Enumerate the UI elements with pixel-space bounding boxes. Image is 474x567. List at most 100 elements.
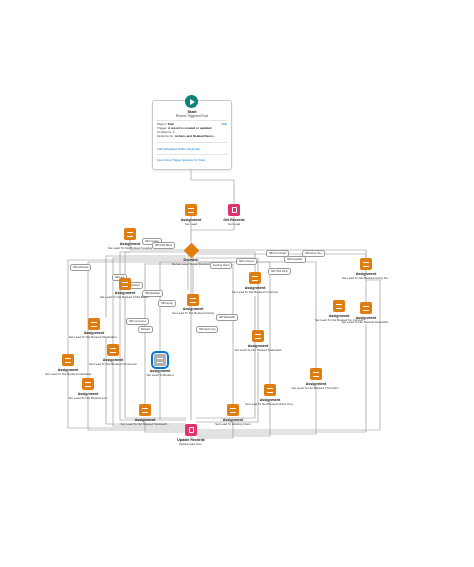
outcome-pill[interactable]: NB Couples bbox=[142, 238, 162, 245]
object-value: Task bbox=[167, 122, 174, 126]
connector-getrecords-setlead bbox=[190, 216, 235, 231]
connector-start-getrecords bbox=[190, 168, 235, 204]
assignment-a15[interactable] bbox=[264, 384, 276, 396]
assignment-set-lead[interactable] bbox=[185, 204, 197, 216]
outcome-pill[interactable]: NB Hospitaliz bbox=[284, 256, 306, 263]
assignment-icon bbox=[127, 231, 133, 237]
name: Set Lead To Existing Client bbox=[215, 422, 251, 427]
assignment-icon bbox=[65, 357, 71, 363]
records-icon bbox=[188, 427, 194, 433]
outcome-pill[interactable]: NB Client Unp bbox=[196, 326, 219, 333]
type: Assignment bbox=[114, 291, 136, 295]
assignment-a2[interactable] bbox=[360, 258, 372, 270]
type: Assignment bbox=[57, 368, 79, 372]
name: Set Lead To Not Booked No Contact bbox=[314, 318, 364, 323]
type: Assignment bbox=[328, 314, 350, 318]
name: Set Lead bbox=[184, 222, 198, 227]
assignment-a16[interactable] bbox=[139, 404, 151, 416]
assignment-icon bbox=[363, 261, 369, 267]
outcome-pill[interactable]: NB Hiring Neg bbox=[302, 250, 325, 257]
assignment-a11[interactable] bbox=[62, 354, 74, 366]
start-trigger-row: Trigger: A record is created or updated bbox=[157, 126, 211, 130]
assignment-icon bbox=[91, 321, 97, 327]
assignment-icon bbox=[122, 281, 128, 287]
assignment-a8[interactable] bbox=[88, 318, 100, 330]
assignment-icon bbox=[255, 333, 261, 339]
outcome-pill[interactable]: NB Third Party bbox=[268, 268, 291, 275]
assignment-a3[interactable] bbox=[119, 278, 131, 290]
name: Set Lead To Not Booked Third Part... bbox=[291, 386, 341, 391]
name: Set Lead To Not Booked In Person bbox=[231, 290, 279, 295]
assignment-a1[interactable] bbox=[124, 228, 136, 240]
outcome-pill[interactable]: NB No Contact bbox=[266, 250, 290, 257]
assignment-a9[interactable] bbox=[252, 330, 264, 342]
assignment-a6[interactable] bbox=[360, 302, 372, 314]
outcome-pill[interactable]: NB Telehealth bbox=[216, 314, 239, 321]
type: Update Records bbox=[177, 438, 205, 442]
name: Set Lead To Booked bbox=[146, 373, 174, 378]
name: Get Lead bbox=[227, 222, 241, 227]
outcome-pill[interactable]: NB Individual bbox=[70, 264, 92, 271]
assignment-a4[interactable] bbox=[249, 272, 261, 284]
outcome-pill[interactable]: NB Child Beha bbox=[152, 242, 176, 249]
name: Set Lead To Not Booked Couples bbox=[107, 246, 153, 251]
type: Assignment bbox=[77, 392, 99, 396]
outcome-pill[interactable]: NB In Person bbox=[236, 258, 258, 265]
start-play-icon bbox=[185, 95, 198, 108]
optimize-label: Optimize for: bbox=[157, 134, 175, 138]
name: Set Lead To Not Booked Family bbox=[171, 311, 215, 316]
assignment-icon bbox=[252, 275, 258, 281]
type: Assignment bbox=[83, 331, 105, 335]
name: Set Lead To Not Booked Medication... bbox=[68, 335, 120, 340]
assignment-icon bbox=[267, 387, 273, 393]
start-edit-link[interactable]: Edit bbox=[221, 122, 227, 126]
assignment-a17[interactable] bbox=[227, 404, 239, 416]
assignment-icon bbox=[336, 303, 342, 309]
outcome-pill[interactable]: NB Commerce bbox=[126, 318, 150, 325]
outcome-pill[interactable]: NB Family bbox=[158, 300, 176, 307]
assignment-a13[interactable] bbox=[310, 368, 322, 380]
name: Set Lead To Not Booked Individual bbox=[45, 372, 91, 377]
type: Assignment bbox=[259, 398, 281, 402]
start-title: Start bbox=[187, 109, 197, 114]
outcome-pill[interactable]: Existing Client bbox=[210, 262, 233, 269]
type: Assignment bbox=[134, 418, 156, 422]
start-divider-2 bbox=[156, 142, 228, 143]
type: Assignment bbox=[244, 286, 266, 290]
assignment-a12[interactable] bbox=[151, 351, 169, 369]
type: Assignment bbox=[102, 358, 124, 362]
start-divider-3 bbox=[156, 154, 228, 155]
object-label: Object: bbox=[157, 122, 167, 126]
add-scheduled-paths-link[interactable]: Add Scheduled Paths (Optional) bbox=[157, 147, 200, 151]
assignment-a14[interactable] bbox=[82, 378, 94, 390]
assignment-icon bbox=[157, 357, 163, 363]
label-get-records: Get Records Get Lead bbox=[223, 218, 244, 226]
name: Set Lead To Not Booked Hiring Ne... bbox=[341, 276, 391, 281]
outcome-pill[interactable]: Booked bbox=[138, 326, 153, 333]
type: Assignment bbox=[355, 272, 377, 276]
assignment-icon bbox=[313, 371, 319, 377]
assignment-a7[interactable] bbox=[333, 300, 345, 312]
open-trigger-explorer-link[interactable]: Open Flow Trigger Explorer for Task bbox=[157, 158, 205, 162]
assignment-a5[interactable] bbox=[187, 294, 199, 306]
assignment-a10[interactable] bbox=[107, 344, 119, 356]
name: Set Lead To Not Booked Client Unp... bbox=[245, 402, 295, 407]
type: Assignment bbox=[355, 316, 377, 320]
start-element[interactable]: Start Record-Triggered Flow Object: Task… bbox=[152, 95, 232, 170]
type: Decision bbox=[183, 258, 199, 262]
assignment-icon bbox=[190, 297, 196, 303]
outcome-pill[interactable]: NB Medicaid bbox=[142, 290, 163, 297]
get-records-get-lead[interactable] bbox=[228, 204, 240, 216]
update-records-lead-status[interactable] bbox=[185, 424, 197, 436]
name: Set Lead To Not Booked Commerce bbox=[89, 362, 137, 367]
assignment-icon bbox=[188, 207, 194, 213]
